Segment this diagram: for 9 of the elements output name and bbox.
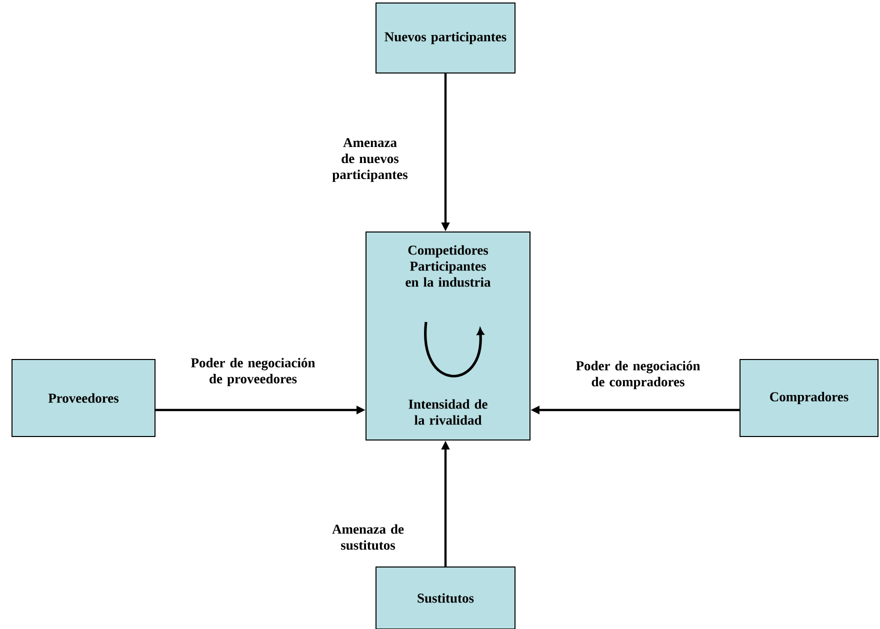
box: Sustitutos <box>376 566 516 629</box>
box: Compradores <box>740 359 878 437</box>
edge-label: Poder de negociación de proveedores <box>191 358 316 386</box>
edge-label: Amenaza de nuevos participantes <box>332 138 408 182</box>
box: Proveedores <box>12 359 156 437</box>
box: Competidores Participantes en la industria Intensidad de la rivalidad <box>366 232 530 440</box>
edge-label: Amenaza de sustitutos <box>332 524 404 550</box>
box: Nuevos participantes <box>376 2 516 74</box>
edge-label: Poder de negociación de compradores <box>576 360 700 390</box>
